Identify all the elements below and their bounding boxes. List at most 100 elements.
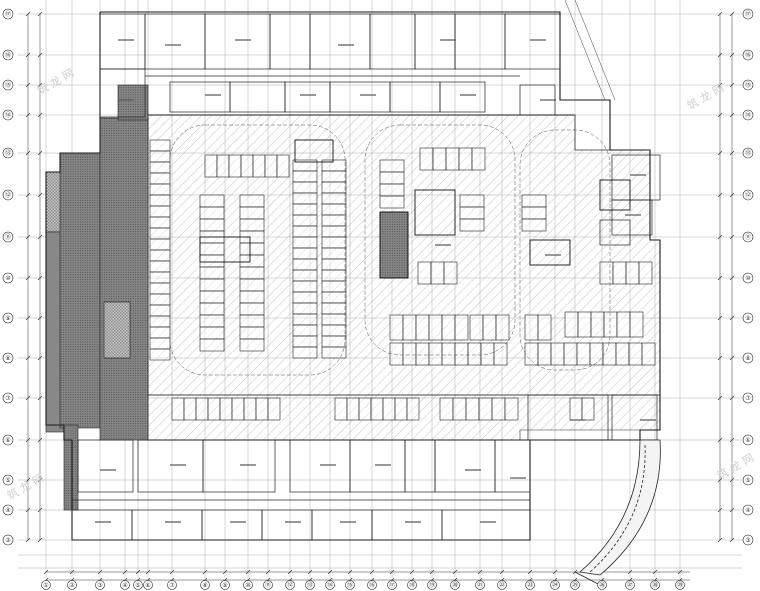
column-axis-bubble: ⑤ [133,580,143,590]
row-axis-bubble: ⑩ [2,272,14,284]
column-axis-bubble: ⑪ [263,580,273,590]
row-axis-bubble: ⑪ [2,231,14,243]
column-axis-label: ⑤ [135,582,140,589]
row-axis-label: ⑭ [745,111,751,119]
column-axis-label: ③ [97,582,102,589]
row-axis-bubble: ⑫ [742,189,754,201]
row-axis-label: ⑤ [5,477,10,484]
row-axis-label: ⑮ [5,81,11,89]
row-axis-label: ④ [745,507,750,514]
column-axis-label: ⑪ [265,581,271,589]
column-axis-label: ⑮ [347,581,353,589]
row-axis-label: ⑩ [5,275,10,282]
column-axis-bubble: ⑱ [407,580,417,590]
column-axis-bubble: ⑧ [200,580,210,590]
row-axis-bubble: ④ [2,504,14,516]
column-axis-label: ⑱ [409,581,415,589]
row-axis-bubble: ③ [742,534,754,546]
row-axis-label: ⑫ [745,191,751,199]
column-axis-label: ⑥ [145,582,150,589]
row-axis-bubble: ⑰ [742,8,754,20]
row-axis-bubble: ⑭ [742,109,754,121]
row-axis-bubble: ⑯ [2,49,14,61]
column-axis-label: ① [43,582,48,589]
row-axis-label: ③ [5,537,10,544]
column-axis-label: ⑳ [452,581,458,589]
row-axis-bubble: ⑧ [2,352,14,364]
row-axis-label: ⑯ [5,51,11,59]
column-axis-bubble: ㉗ [625,580,635,590]
room-labels [95,39,656,523]
row-axis-label: ⑪ [745,233,751,241]
column-axis-bubble: ⑦ [167,580,177,590]
column-axis-label: ㉒ [499,581,505,589]
row-axis-bubble: ⑦ [742,392,754,404]
row-axis-label: ⑯ [745,51,751,59]
column-axis-bubble: ㉘ [650,580,660,590]
parking-stalls [149,124,656,421]
row-axis-bubble: ⑩ [742,272,754,284]
row-axis-bubble: ⑨ [2,312,14,324]
column-axis-bubble: ⑨ [220,580,230,590]
column-axis-label: ⑯ [369,581,375,589]
row-axis-label: ⑨ [745,315,750,322]
row-axis-bubble: ⑥ [742,434,754,446]
row-axis-label: ⑫ [5,191,11,199]
row-axis-label: ⑪ [5,233,11,241]
column-axis-bubble: ⑳ [450,580,460,590]
column-axis-label: ⑦ [169,582,175,589]
row-axis-label: ⑧ [5,355,10,362]
east-rooms [527,154,661,441]
row-axis-label: ⑭ [5,111,11,119]
row-axis-bubble: ⑤ [742,474,754,486]
row-axis-label: ④ [5,507,10,514]
row-axis-bubble: ⑪ [742,231,754,243]
watermark-text: 筑 龙 网 [35,65,77,97]
column-axis-label: ④ [122,582,127,589]
column-axis-label: ⑨ [222,582,227,589]
column-axis-label: ⑧ [202,582,207,589]
column-axis-bubble: ③ [95,580,105,590]
row-axis-bubble: ⑰ [2,8,14,20]
row-axis-bubble: ⑫ [2,189,14,201]
column-axis-bubble: ㉕ [570,580,580,590]
row-axis-label: ⑬ [745,149,751,157]
row-axis-bubble: ⑥ [2,434,14,446]
column-axis-bubble: ㉒ [497,580,507,590]
column-axis-bubble: ㉔ [550,580,560,590]
column-axis-bubble: ㉙ [675,580,685,590]
row-axis-bubble: ④ [742,504,754,516]
row-axis-label: ⑬ [5,149,11,157]
column-axis-label: ㉖ [599,581,605,589]
column-axis-label: ㉔ [552,581,558,589]
row-axis-bubble: ⑤ [2,474,14,486]
row-axis-bubble: ⑧ [742,352,754,364]
entry-ramp [574,439,661,586]
column-axis-label: ㉗ [627,581,633,589]
column-axis-label: ㉘ [652,581,658,589]
column-axis-label: ㉙ [677,581,683,589]
column-axis-label: ⑰ [389,581,395,589]
column-axis-bubble: ⑲ [427,580,437,590]
column-axis-bubble: ⑮ [345,580,355,590]
column-axis-bubble: ⑰ [387,580,397,590]
column-axis-label: ⑩ [245,582,250,589]
row-axis-bubble: ⑯ [742,49,754,61]
row-axis-bubble: ⑦ [2,392,14,404]
row-axis-label: ⑨ [5,315,10,322]
column-axis-bubble: ② [67,580,77,590]
row-axis-label: ⑥ [5,437,10,444]
row-axis-bubble: ⑨ [742,312,754,324]
row-axis-bubble: ⑮ [742,79,754,91]
row-axis-label: ⑮ [745,81,751,89]
row-axis-label: ⑤ [745,477,750,484]
row-axis-label: ⑦ [745,395,751,402]
column-axis-label: ⑭ [327,581,333,589]
column-axis-bubble: ⑩ [243,580,253,590]
column-axis-label: ⑫ [287,581,293,589]
row-axis-label: ⑰ [745,10,751,18]
row-axis-label: ⑧ [745,355,750,362]
column-axis-label: ⑲ [429,581,435,589]
site-boundary-lines [564,0,616,101]
